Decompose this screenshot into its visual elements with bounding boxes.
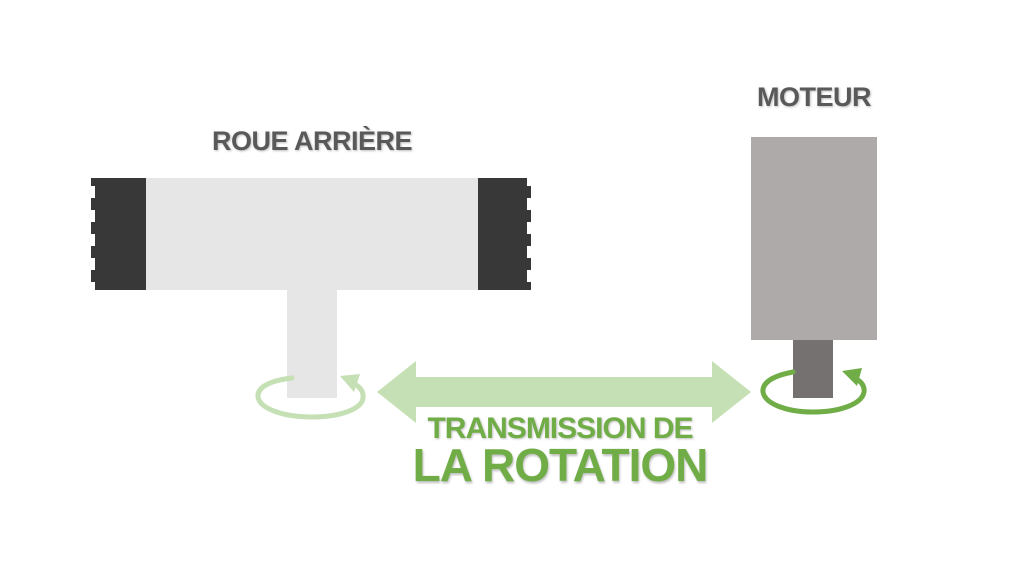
motor-body bbox=[751, 137, 877, 340]
motor-shaft bbox=[793, 340, 833, 398]
rear-wheel bbox=[91, 178, 531, 398]
transmission-label-line2: LA ROTATION bbox=[412, 439, 709, 491]
motor bbox=[751, 137, 877, 398]
transmission-double-arrow-icon bbox=[377, 361, 751, 423]
wheel-hub bbox=[146, 178, 478, 290]
motor-label: MOTEUR bbox=[757, 82, 872, 112]
wheel-label: ROUE ARRIÈRE bbox=[211, 126, 413, 156]
wheel-left-tire bbox=[91, 178, 146, 290]
wheel-rotation-arrow-icon bbox=[255, 374, 366, 420]
wheel-axle bbox=[287, 290, 337, 398]
transmission-label-line1: TRANSMISSION DE bbox=[427, 412, 693, 445]
motor-rotation-arrow-icon bbox=[760, 368, 867, 415]
wheel-right-tire bbox=[478, 178, 531, 290]
